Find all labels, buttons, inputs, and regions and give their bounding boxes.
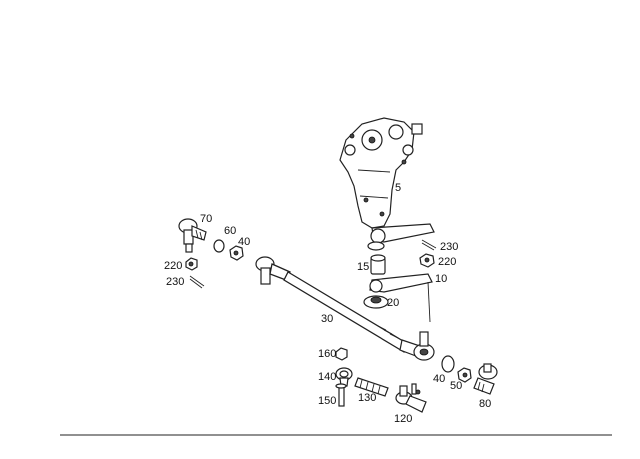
part-label-15: 15	[357, 261, 369, 273]
part-label-40-left: 40	[238, 236, 250, 248]
washer-left	[213, 239, 225, 253]
nut-left-60	[229, 245, 244, 261]
part-label-220-left: 220	[164, 260, 182, 272]
cotter-pin-left	[189, 275, 205, 289]
nut-left-220	[185, 257, 198, 271]
part-label-80: 80	[479, 398, 491, 410]
steering-gear-box	[339, 117, 423, 229]
part-label-120: 120	[394, 413, 412, 425]
part-label-5: 5	[395, 182, 401, 194]
tie-rod-end-120	[395, 383, 427, 413]
cotter-pin-right	[421, 239, 437, 251]
part-label-50: 50	[450, 380, 462, 392]
nut-right-50	[457, 367, 472, 383]
part-label-160: 160	[318, 348, 336, 360]
washer-right	[441, 355, 455, 373]
part-label-30: 30	[321, 313, 333, 325]
clamp-140	[335, 367, 353, 387]
part-label-230-left: 230	[166, 276, 184, 288]
part-label-10: 10	[435, 273, 447, 285]
nut-160	[335, 347, 348, 361]
pitman-arm	[367, 223, 435, 251]
idler-bracket	[363, 295, 389, 309]
part-label-130: 130	[358, 392, 376, 404]
part-label-220-right: 220	[438, 256, 456, 268]
drag-link	[255, 256, 435, 361]
bolt-150	[335, 383, 347, 407]
idler-arm	[369, 273, 433, 323]
adjusting-sleeve-130	[354, 377, 389, 397]
part-label-40-right: 40	[433, 373, 445, 385]
part-label-60: 60	[224, 225, 236, 237]
part-label-230-right: 230	[440, 241, 458, 253]
tie-rod-end-right	[473, 363, 498, 395]
part-label-150: 150	[318, 395, 336, 407]
part-label-70: 70	[200, 213, 212, 225]
tie-rod-end-left	[178, 218, 207, 253]
bushing	[370, 254, 386, 275]
nut-right	[419, 253, 435, 268]
part-label-20: 20	[387, 297, 399, 309]
part-label-140: 140	[318, 371, 336, 383]
